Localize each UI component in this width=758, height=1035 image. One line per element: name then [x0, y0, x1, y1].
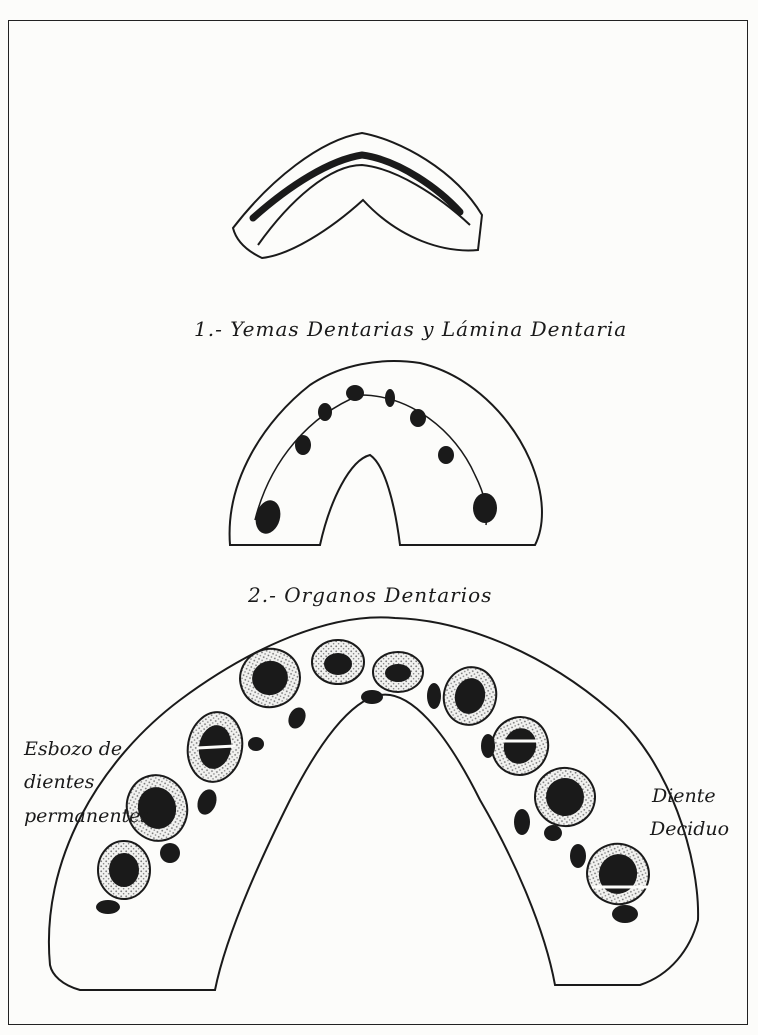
- permanent-bud: [160, 843, 180, 863]
- tooth-bud: [295, 435, 311, 455]
- stage-1-dental-lamina: [233, 133, 482, 258]
- label-deciduous-line-1: Diente: [652, 780, 716, 812]
- tooth-bud: [385, 389, 395, 407]
- permanent-bud: [612, 905, 638, 923]
- tooth-bud: [410, 409, 426, 427]
- caption-stage-2: 2.- Organos Dentarios: [248, 583, 492, 607]
- tooth-bud: [252, 497, 284, 536]
- dental-buds: [252, 385, 497, 537]
- permanent-bud: [248, 737, 264, 751]
- label-permanent-line-1: Esbozo de: [24, 733, 122, 765]
- stage-2-dental-organs: [230, 361, 542, 545]
- permanent-bud: [514, 809, 530, 835]
- permanent-bud: [194, 787, 220, 818]
- label-permanent-line-2: dientes: [24, 766, 94, 798]
- permanent-bud: [285, 705, 309, 732]
- tooth-bud: [346, 385, 364, 401]
- label-deciduous-line-2: Deciduo: [650, 813, 729, 845]
- permanent-bud: [96, 900, 120, 914]
- permanent-bud: [427, 683, 441, 709]
- tooth-bud: [318, 403, 332, 421]
- permanent-bud: [544, 825, 562, 841]
- tooth-bud: [473, 493, 497, 523]
- label-permanent-line-3: permanentes: [24, 800, 150, 832]
- inner-curve-stage-1: [258, 165, 470, 245]
- tooth-bud: [438, 446, 454, 464]
- permanent-bud: [361, 690, 383, 704]
- permanent-bud: [570, 844, 586, 868]
- caption-stage-1: 1.- Yemas Dentarias y Lámina Dentaria: [194, 317, 627, 341]
- permanent-bud: [481, 734, 495, 758]
